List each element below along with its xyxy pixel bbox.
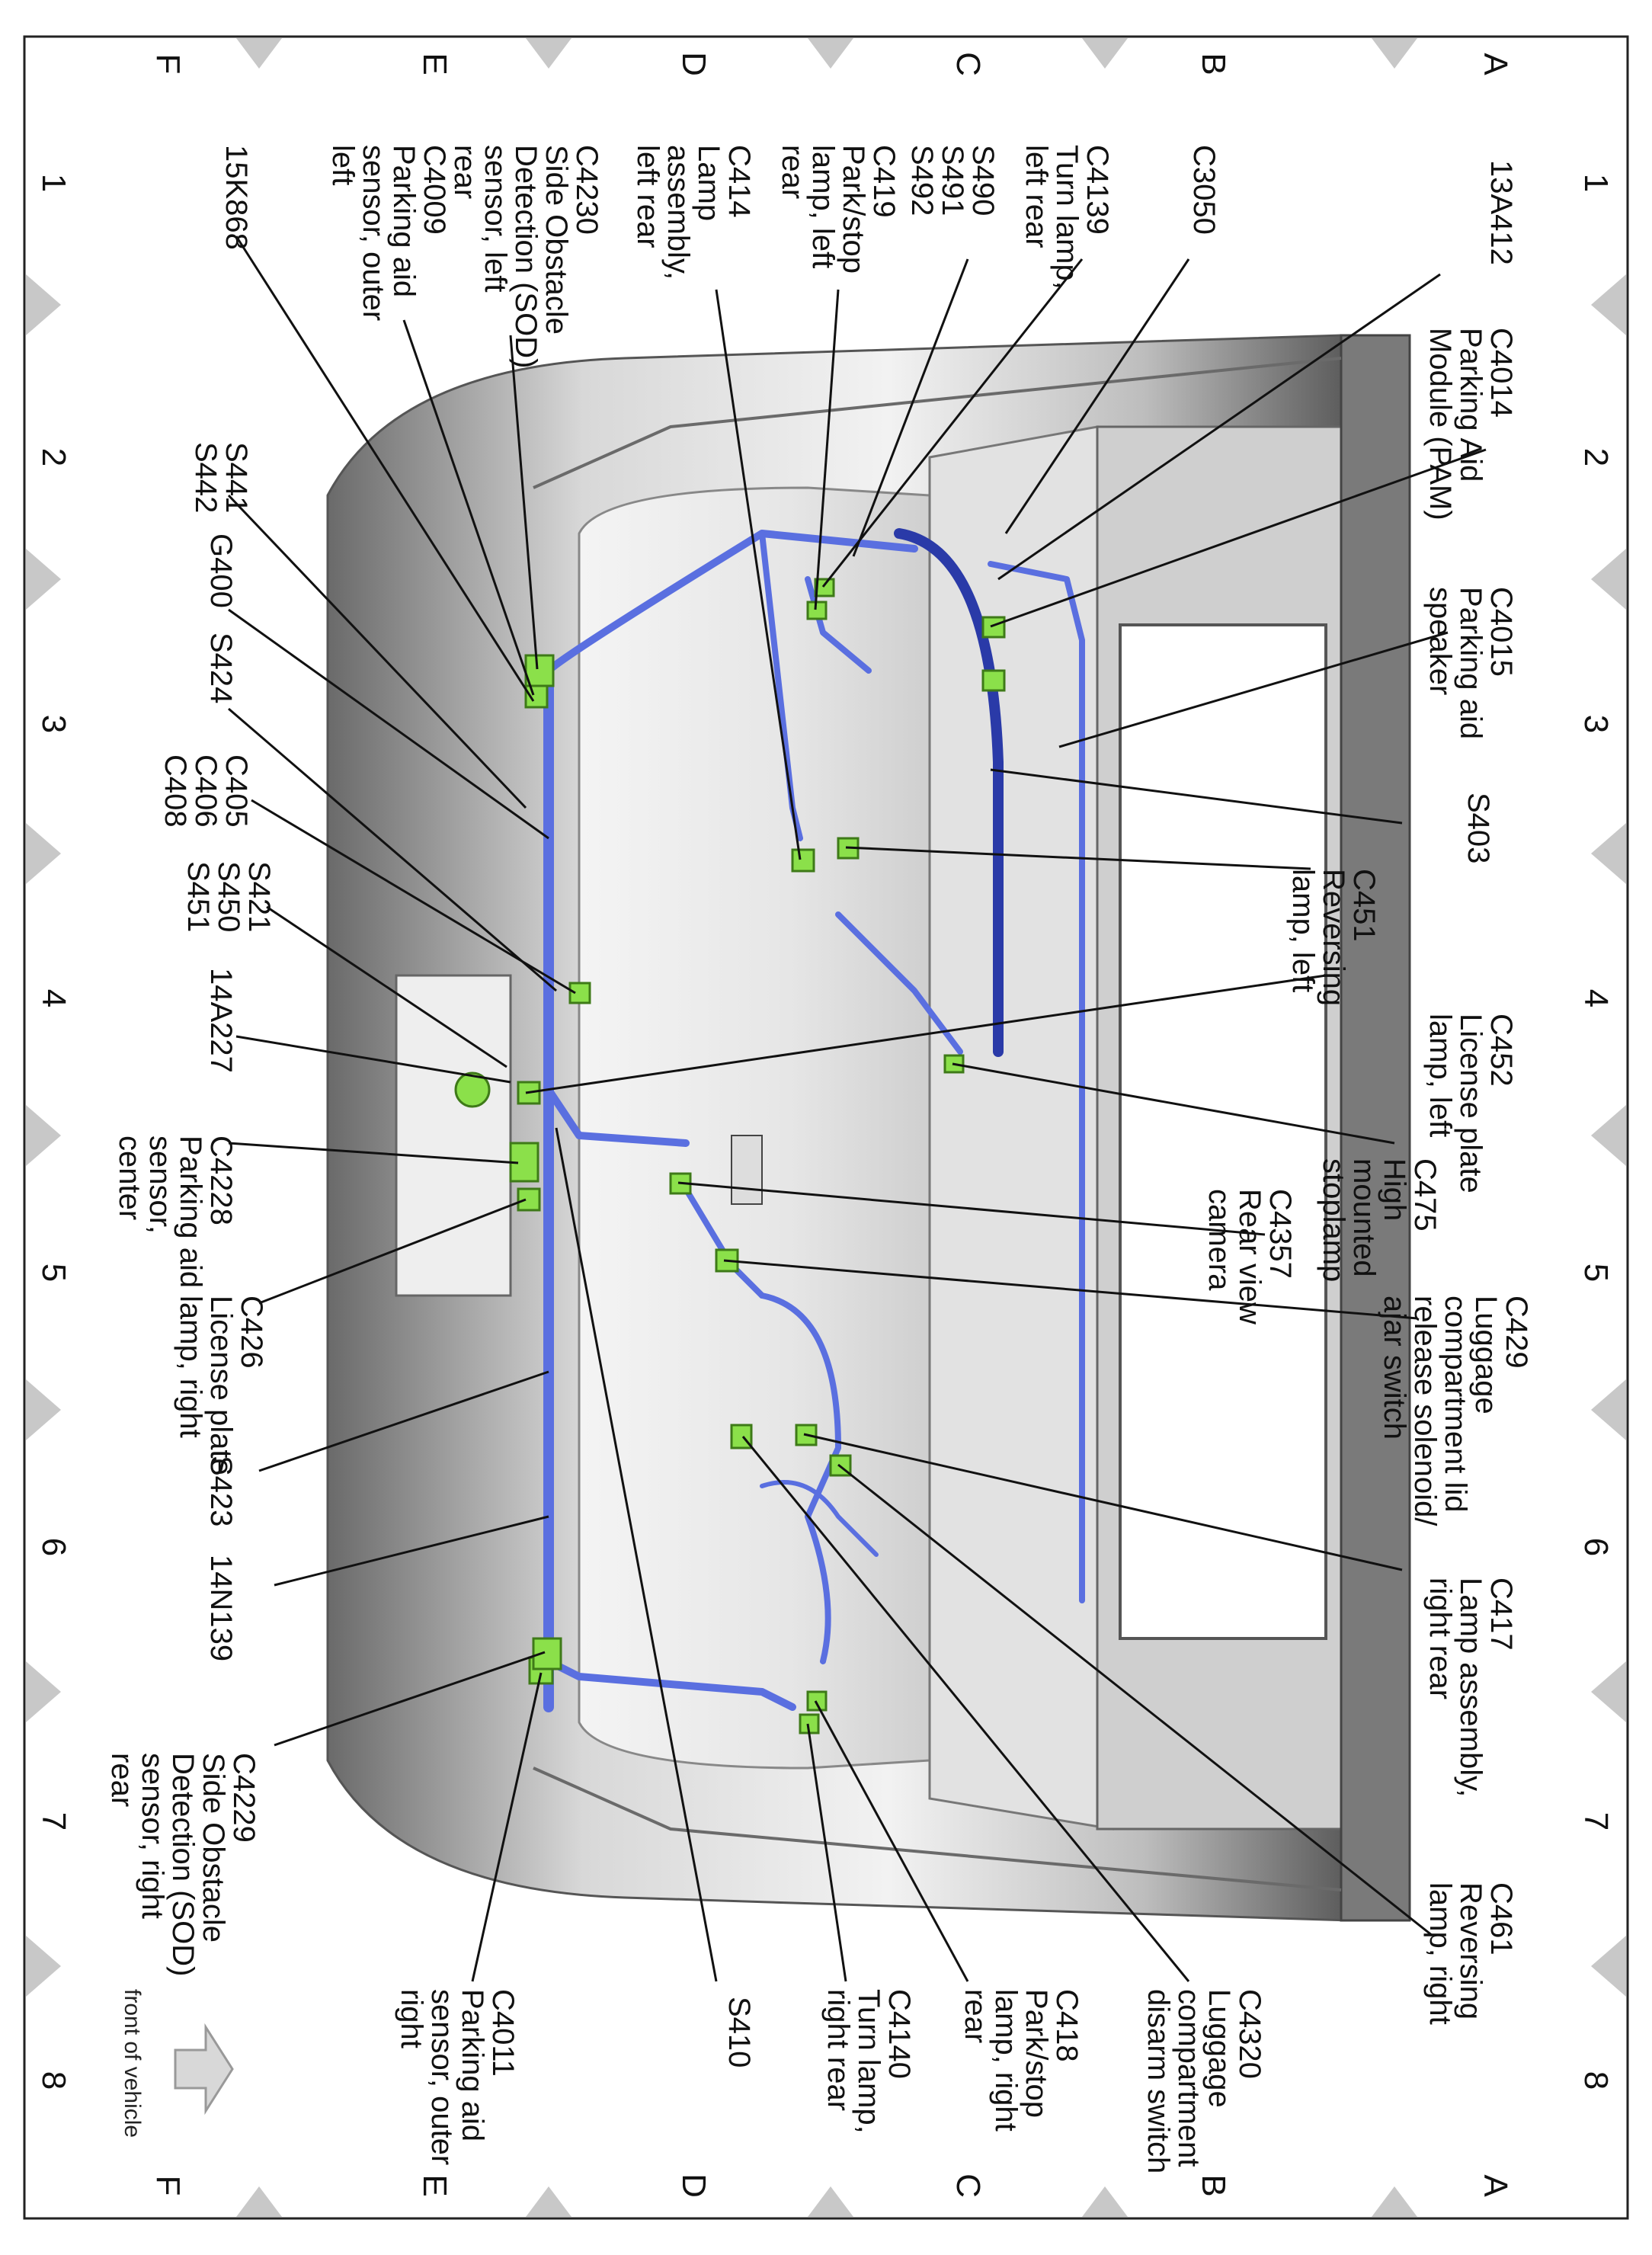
grid-col-8-right: 8 xyxy=(1577,2071,1615,2090)
connector-c405 xyxy=(568,982,591,1004)
connector-c4139 xyxy=(814,578,835,597)
ground-g400 xyxy=(454,1071,491,1108)
grid-row-C-bottom: C xyxy=(949,2173,987,2198)
label-14n139: 14N139 xyxy=(204,1555,238,1662)
grid-row-D-top: D xyxy=(675,52,712,76)
grid-row-D-bottom: D xyxy=(675,2173,712,2198)
connector-c414 xyxy=(791,848,815,873)
grid-col-7-left: 7 xyxy=(35,1811,72,1831)
grid-col-4-right: 4 xyxy=(1577,988,1615,1008)
grid-row-B-top: B xyxy=(1195,53,1232,75)
connector-c417 xyxy=(795,1424,818,1446)
front-of-vehicle-note: front of vehicle xyxy=(120,1989,145,2138)
connector-c452 xyxy=(517,1081,541,1105)
edge-markers xyxy=(26,38,1626,2217)
connector-c426 xyxy=(517,1187,541,1212)
grid-col-3-left: 3 xyxy=(35,714,72,734)
grid-col-1-right: 1 xyxy=(1577,173,1615,193)
grid-col-5-left: 5 xyxy=(35,1263,72,1283)
grid-col-6-right: 6 xyxy=(1577,1537,1615,1557)
label-s403: S403 xyxy=(1462,793,1495,864)
grid-col-8-left: 8 xyxy=(35,2071,72,2090)
grid-row-F-bottom: F xyxy=(149,2175,187,2196)
grid-col-7-right: 7 xyxy=(1577,1811,1615,1831)
connector-c4009 xyxy=(524,684,549,709)
grid-row-C-top: C xyxy=(949,52,987,76)
connector-c4229 xyxy=(532,1637,562,1670)
label-13a412: 13A412 xyxy=(1484,160,1518,265)
grid-row-F-top: F xyxy=(149,53,187,75)
grid-col-5-right: 5 xyxy=(1577,1263,1615,1283)
leader-lines xyxy=(227,235,1487,1982)
frame-border xyxy=(23,35,1629,2220)
connector-c418 xyxy=(806,1690,828,1712)
connector-c4015 xyxy=(981,669,1006,692)
grid-col-2-left: 2 xyxy=(35,447,72,467)
grid-col-2-right: 2 xyxy=(1577,447,1615,467)
grid-col-4-left: 4 xyxy=(35,988,72,1008)
label-s424: S424 xyxy=(204,633,238,704)
connector-c4014 xyxy=(981,616,1006,639)
label-s410: S410 xyxy=(722,1997,756,2068)
grid-row-A-bottom: A xyxy=(1477,2174,1514,2197)
connector-c4230 xyxy=(524,654,555,687)
grid-col-1-left: 1 xyxy=(35,173,72,193)
front-arrow-icon xyxy=(174,2023,234,2116)
grid-col-6-left: 6 xyxy=(35,1537,72,1557)
grid-row-E-bottom: E xyxy=(416,2174,453,2197)
connector-c419 xyxy=(806,601,828,620)
grid-row-A-top: A xyxy=(1477,53,1514,75)
label-15k868: 15K868 xyxy=(219,145,253,250)
grid-row-E-top: E xyxy=(416,53,453,75)
label-14a227: 14A227 xyxy=(204,968,238,1073)
vehicle-rear-body xyxy=(326,334,1411,1922)
label-c3050: C3050 xyxy=(1187,145,1221,235)
label-g400: G400 xyxy=(204,533,238,608)
grid-col-3-right: 3 xyxy=(1577,714,1615,734)
